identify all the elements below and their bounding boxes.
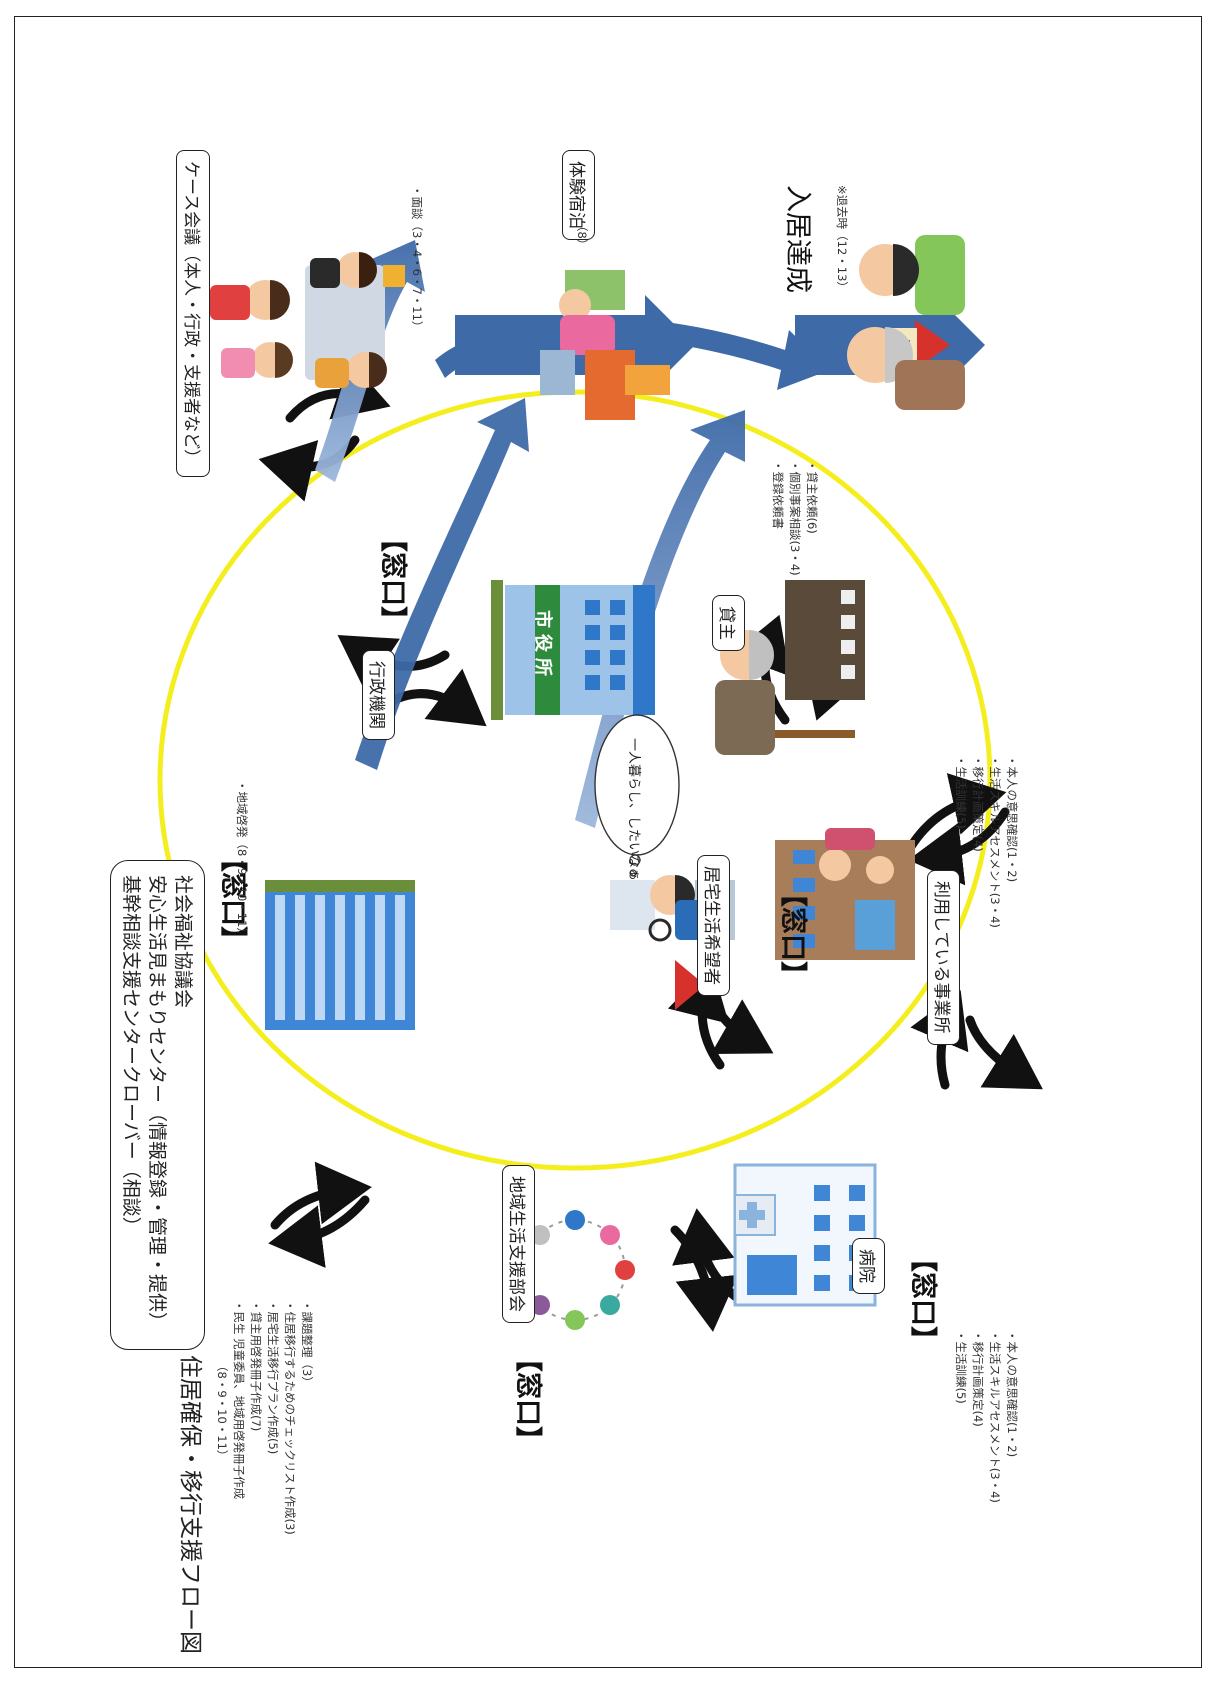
committee-note: ・貸主用啓発冊子作成(7) xyxy=(249,1300,263,1432)
hospital-note: ・移行計画策定(4) xyxy=(971,1330,985,1427)
support-ring xyxy=(157,389,993,1171)
office-note: ・移行計画策定(4) xyxy=(971,755,985,852)
hospital-notes: ・本人の意思確認(1・2) ・生活スキルアセスメント(3・4) ・移行計画策定(… xyxy=(952,1330,1020,1503)
committee-window-label: 【窓口】 xyxy=(512,1345,543,1453)
council-line-1: 社会福祉協議会 xyxy=(172,875,194,1009)
cycle-arrows xyxy=(258,359,1043,1332)
committee-people-ring xyxy=(515,1210,635,1330)
case-meeting-box: ケース会議（本人・行政・支援者など） xyxy=(176,150,210,478)
committee-note: ・民生 児童委員、地域用啓発冊子作成 xyxy=(232,1300,246,1500)
office-notes: ・本人の意思確認(1・2) ・生活スキルアセスメント(3・4) ・移行計画策定(… xyxy=(952,755,1020,928)
hospital-box: 病院 xyxy=(852,1238,885,1294)
hospital-note: ・本人の意思確認(1・2) xyxy=(1005,1330,1019,1458)
city-hall-window-label: 【窓口】 xyxy=(377,525,408,633)
council-line-2: 安心生活見まもりセンター（情報登録・管理・提供） xyxy=(146,875,168,1332)
trial-stay-illustration xyxy=(540,270,670,420)
committee-note: ・居宅生活移行プラン作成(5) xyxy=(266,1300,280,1455)
sweep-arrow-lower-sweep xyxy=(355,398,529,770)
landlord-note: ・登録依頼書 xyxy=(771,460,785,529)
applicant-illustration xyxy=(610,875,735,1010)
council-box: 社会福祉協議会 安心生活見まもりセンター（情報登録・管理・提供） 基幹相談支援セ… xyxy=(110,860,205,1350)
cycle-arrow xyxy=(268,1195,370,1268)
thought-cloud xyxy=(594,714,680,877)
applicant-thought: 一人暮らし、したいなぁ xyxy=(626,738,641,882)
cycle-arrow xyxy=(965,1015,1043,1090)
goal-note: ※退去時（12・13） xyxy=(835,185,849,293)
cycle-arrow xyxy=(908,807,1010,886)
city-hall-building xyxy=(491,580,655,720)
city-hall-sign: 市役所 xyxy=(532,610,553,682)
hospital-note: ・生活訓練(5) xyxy=(954,1330,968,1404)
council-building xyxy=(265,880,415,1030)
committee-box: 地域生活支援部会 xyxy=(502,1165,535,1323)
council-note: ・地域啓発（8・9・10・11） xyxy=(235,780,249,939)
council-line-3: 基幹相談支援センタークローバー（相談） xyxy=(120,875,142,1236)
committee-notes: ・課題整理（3） ・住居移行するためのチェックリスト作成(3) ・居宅生活移行プ… xyxy=(213,1300,315,1535)
landlord-note: ・貸主依頼(6) xyxy=(805,460,819,534)
hospital-window-label: 【窓口】 xyxy=(907,1245,938,1353)
page-frame xyxy=(14,16,1202,1668)
landlord-notes: ・貸主依頼(6) ・個別事案相談(3・4) ・登録依頼書 xyxy=(769,460,820,576)
goal-label: 入居達成 xyxy=(782,185,813,293)
page-title: 住居確保・移行支援フロー図 xyxy=(177,1355,203,1654)
cycle-arrow xyxy=(670,1225,739,1332)
trial-stay-note: （8） xyxy=(575,220,589,251)
goal-illustration xyxy=(847,235,965,410)
office-note: ・本人の意思確認(1・2) xyxy=(1005,755,1019,883)
landlord-note: ・個別事案相談(3・4) xyxy=(788,460,802,576)
office-window-label: 【窓口】 xyxy=(777,880,808,988)
committee-note: （8・9・10・11） xyxy=(215,1360,229,1462)
committee-note: ・住居移行するためのチェックリスト作成(3) xyxy=(283,1300,297,1535)
landlord-box: 貸主 xyxy=(712,595,745,651)
landlord-illustration xyxy=(715,580,865,755)
applicant-box: 居宅生活希望者 xyxy=(697,855,730,996)
case-meeting-illustration xyxy=(210,252,405,388)
office-note: ・生活スキルアセスメント(3・4) xyxy=(988,755,1002,928)
case-meeting-note: ・面談（3・4・6・7・11） xyxy=(410,185,424,333)
cycle-arrow xyxy=(667,963,730,1070)
committee-note: ・課題整理（3） xyxy=(300,1300,314,1388)
office-building xyxy=(775,828,915,960)
hospital-note: ・生活スキルアセスメント(3・4) xyxy=(988,1330,1002,1503)
office-note: ・生活訓練(5) xyxy=(954,755,968,829)
city-hall-box: 行政機関 xyxy=(362,650,395,740)
cycle-arrow xyxy=(270,1161,372,1230)
